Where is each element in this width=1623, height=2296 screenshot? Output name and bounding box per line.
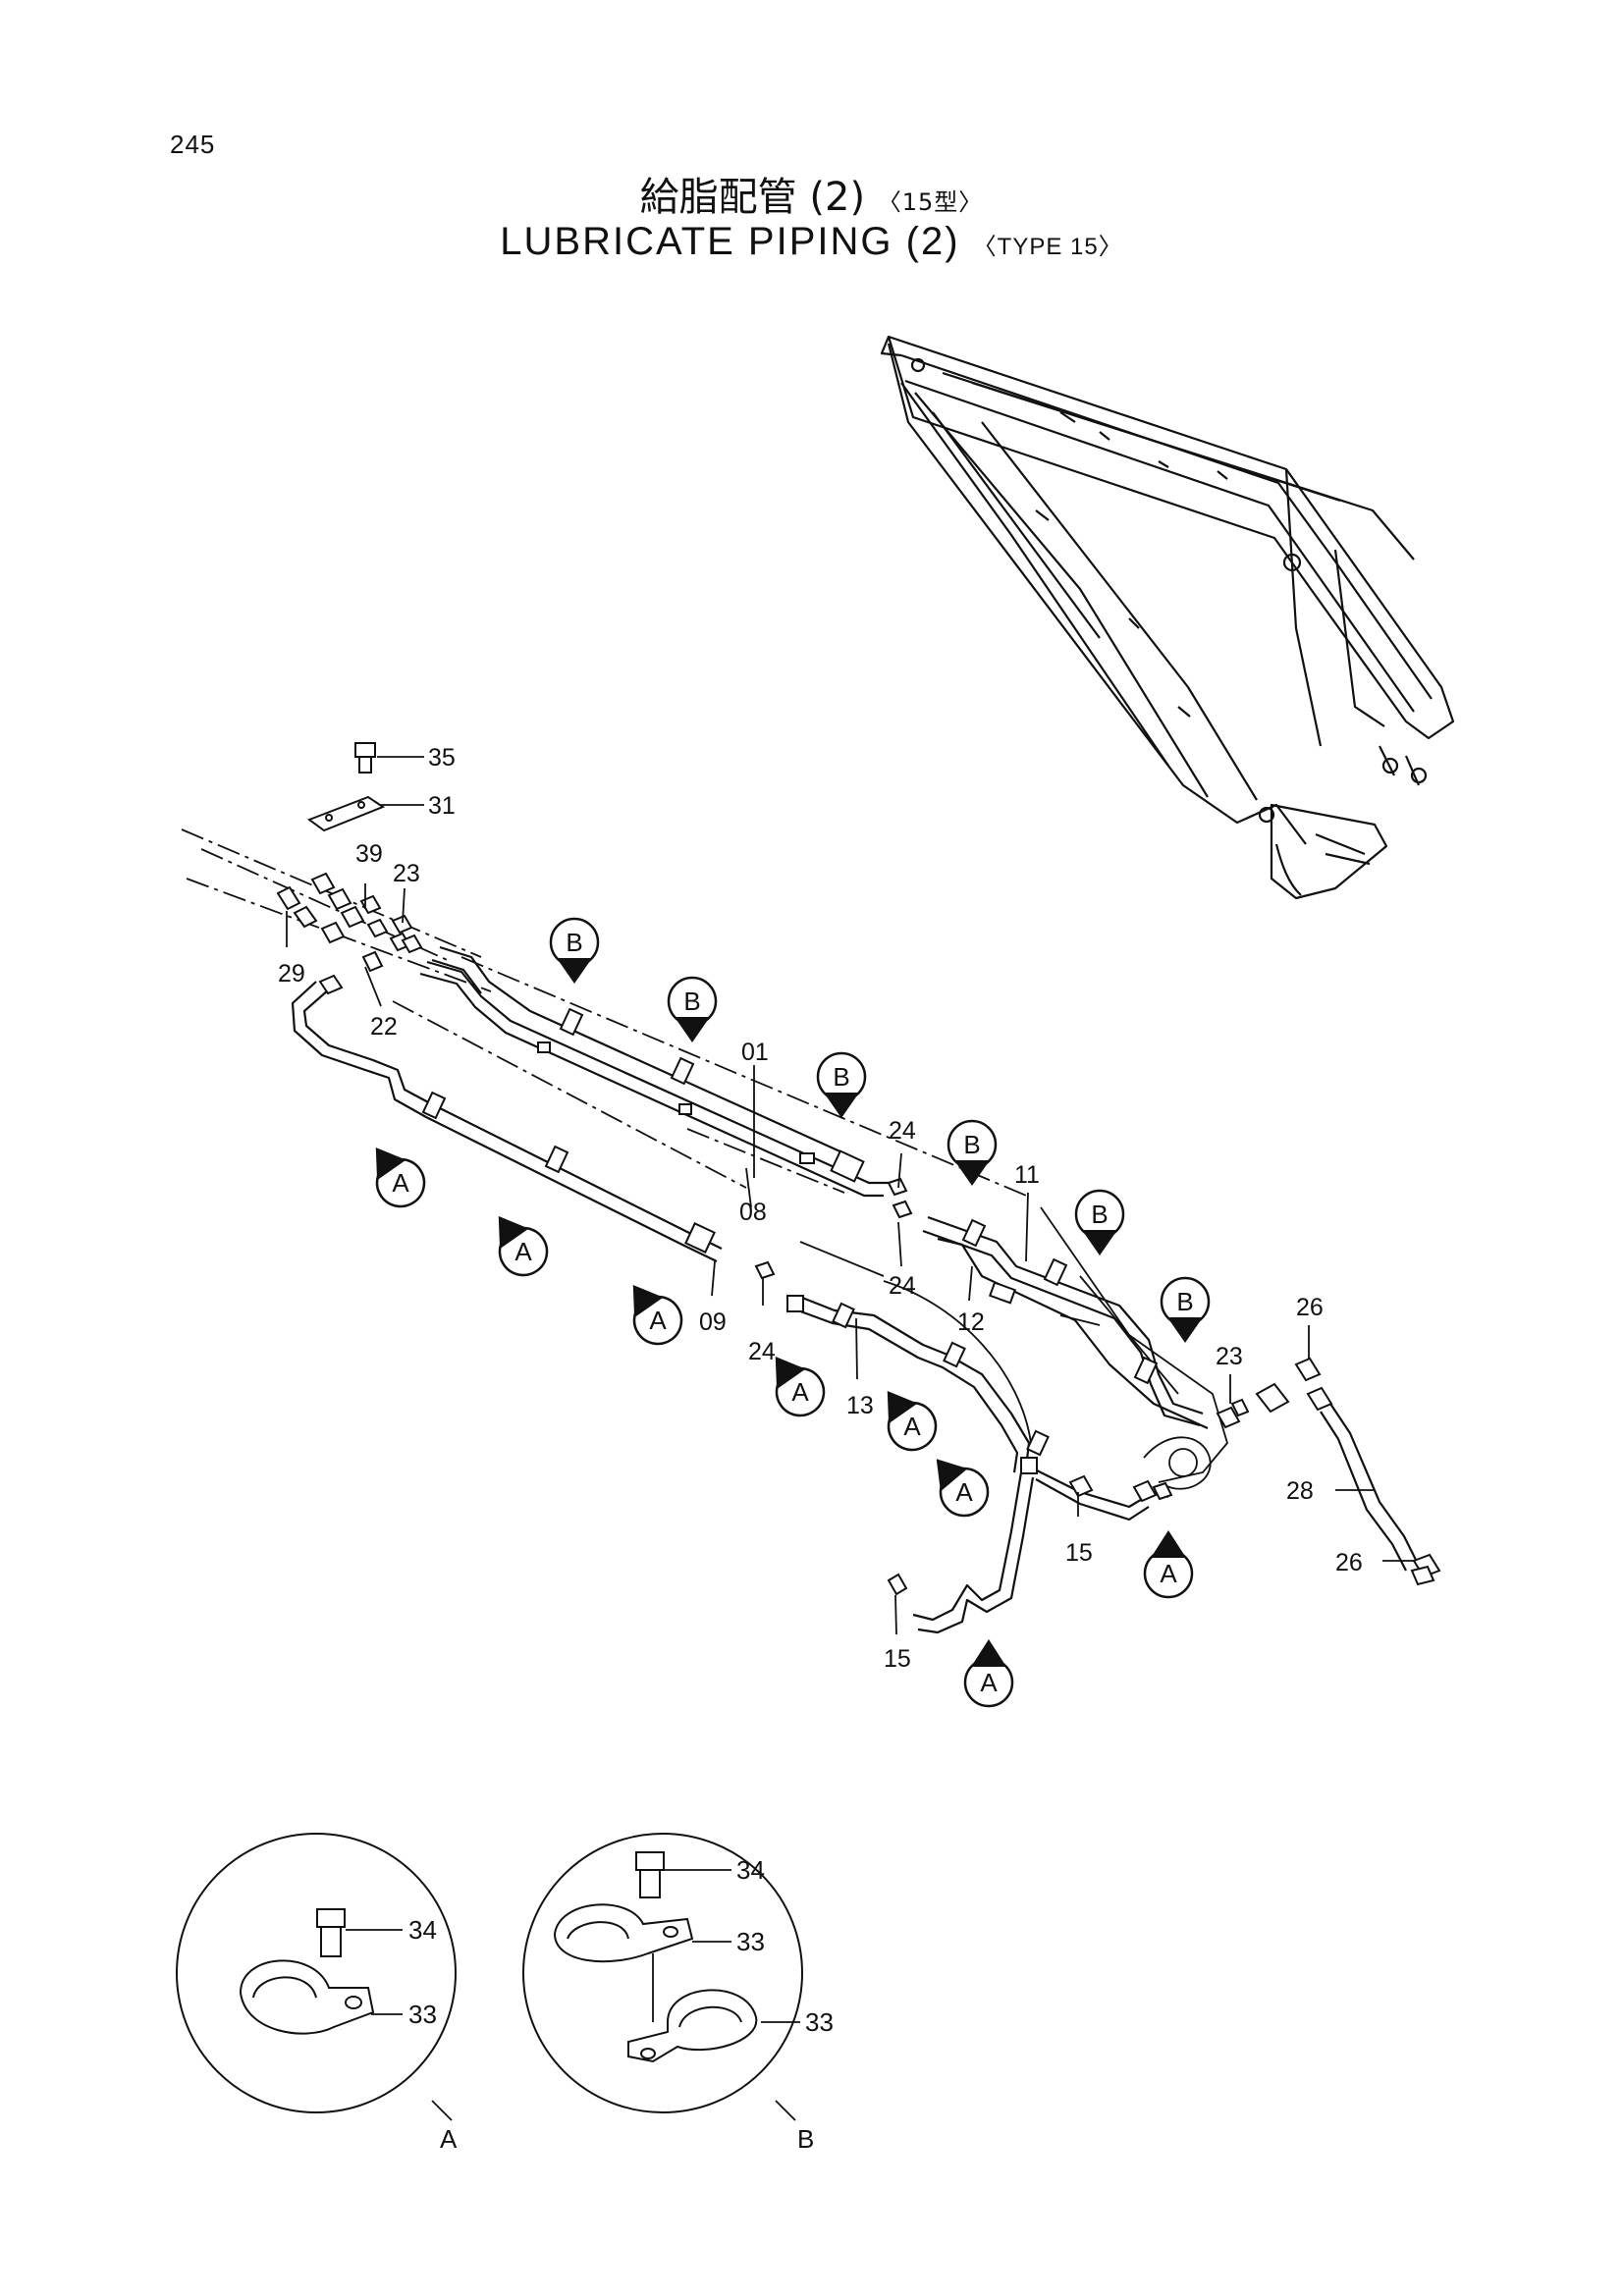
part-label-09: 09 — [699, 1308, 727, 1336]
svg-text:B: B — [1091, 1200, 1108, 1229]
callout-a-2: A — [477, 1201, 558, 1286]
part-label-29: 29 — [278, 960, 305, 988]
svg-text:A: A — [980, 1668, 998, 1697]
part-label-13: 13 — [846, 1392, 874, 1419]
title-english-type: 〈TYPE 15〉 — [972, 234, 1123, 260]
part-label-35: 35 — [428, 744, 456, 772]
callout-a-7: A — [1143, 1528, 1194, 1599]
detail-b-label-33-bottom: 33 — [805, 2007, 834, 2037]
callout-b-4: B — [947, 1119, 998, 1188]
callout-b-3: B — [816, 1051, 867, 1120]
title-japanese: 給脂配管 (2) 〈15型〉 — [0, 165, 1623, 222]
callout-b-2: B — [667, 976, 718, 1044]
svg-text:A: A — [514, 1237, 532, 1266]
svg-text:A: A — [955, 1477, 973, 1507]
svg-text:A: A — [649, 1306, 667, 1335]
title-english-main: LUBRICATE PIPING (2) — [500, 220, 960, 263]
part-label-23-left: 23 — [393, 860, 420, 887]
part-label-24-mid: 24 — [889, 1272, 916, 1300]
svg-text:B: B — [1176, 1287, 1193, 1316]
part-label-23-right: 23 — [1216, 1343, 1243, 1370]
part-label-15-right: 15 — [1065, 1539, 1093, 1567]
detail-view-b: 34 33 33 B — [522, 1833, 834, 2154]
part-label-11: 11 — [1014, 1161, 1040, 1189]
callout-a-3: A — [612, 1269, 692, 1355]
part-label-08: 08 — [739, 1199, 767, 1226]
part-label-28: 28 — [1286, 1477, 1314, 1505]
callout-b-5: B — [1074, 1189, 1125, 1257]
leader-lines — [286, 756, 1414, 1635]
callout-b-6: B — [1160, 1276, 1211, 1345]
detail-b-label-34: 34 — [736, 1855, 765, 1885]
svg-text:A: A — [392, 1168, 409, 1198]
part-label-22: 22 — [370, 1013, 398, 1041]
title-english: LUBRICATE PIPING (2) 〈TYPE 15〉 — [0, 220, 1623, 264]
part-labels: 35 31 39 23 29 22 01 08 09 24 24 24 11 1… — [278, 744, 1363, 1673]
page-number: 245 — [170, 130, 216, 159]
part-label-15-left: 15 — [884, 1645, 911, 1673]
callout-balloons: B B B B B B A A A A A A A A — [354, 917, 1211, 1708]
detail-view-a: 34 33 A — [176, 1833, 458, 2154]
svg-text:B: B — [566, 928, 582, 957]
part-label-12: 12 — [957, 1308, 985, 1336]
part-label-26-top: 26 — [1296, 1294, 1324, 1321]
callout-a-6: A — [917, 1442, 1000, 1527]
part-label-31: 31 — [428, 792, 456, 820]
svg-text:B: B — [833, 1062, 849, 1092]
callout-a-1: A — [354, 1132, 435, 1217]
svg-text:B: B — [963, 1130, 980, 1159]
detail-a-label-34: 34 — [408, 1915, 437, 1945]
detail-b-label-33-top: 33 — [736, 1927, 765, 1956]
part-label-01: 01 — [741, 1039, 769, 1066]
fittings — [276, 742, 1441, 1596]
callout-b-1: B — [549, 917, 600, 986]
callout-a-8: A — [963, 1637, 1014, 1708]
part-label-26-bottom: 26 — [1335, 1549, 1363, 1576]
detail-a-label-33: 33 — [408, 2000, 437, 2029]
part-label-24-low: 24 — [748, 1338, 776, 1365]
svg-text:B: B — [683, 987, 700, 1016]
callout-a-5: A — [866, 1375, 947, 1461]
svg-text:A: A — [903, 1412, 921, 1441]
detail-view-a-label: A — [440, 2124, 458, 2154]
detail-view-b-label: B — [797, 2124, 814, 2154]
boom-arm-overview — [880, 335, 1455, 900]
part-label-39: 39 — [355, 840, 383, 868]
part-label-24-top: 24 — [889, 1117, 916, 1145]
title-japanese-main: 給脂配管 (2) — [639, 175, 866, 220]
lubricate-pipes — [291, 945, 1420, 1634]
title-japanese-type: 〈15型〉 — [877, 188, 984, 216]
svg-text:A: A — [791, 1377, 809, 1407]
callout-a-4: A — [754, 1341, 835, 1426]
svg-text:A: A — [1160, 1559, 1177, 1588]
